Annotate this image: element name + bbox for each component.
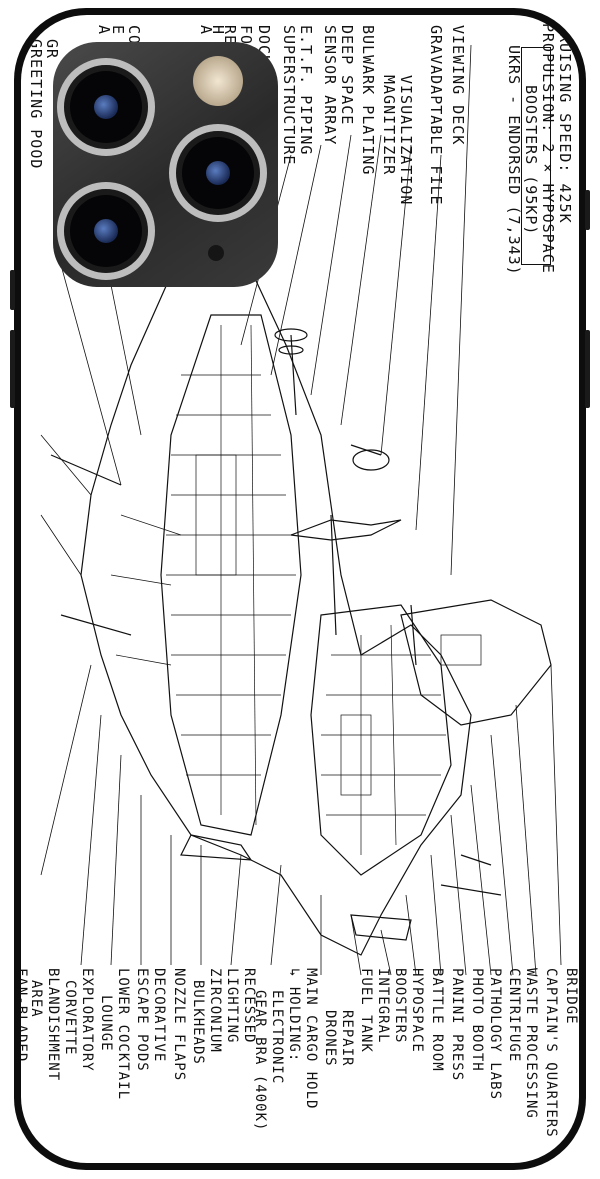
callout-superstructure: SUPERSTRUCTURE	[280, 25, 298, 166]
camera-lens-icon	[169, 124, 267, 222]
callout-waste-processing: WASTE PROCESSING	[523, 968, 539, 1119]
callout-main-cargo-hold: MAIN CARGO HOLD	[303, 968, 319, 1110]
callout-viewing-deck: VIEWING DECK	[449, 25, 467, 146]
callout-recessed: RECESSED	[241, 968, 257, 1044]
callout-centrifuge: CENTRIFUGE	[506, 968, 522, 1063]
callout-deep-space: DEEP SPACE	[338, 25, 356, 126]
side-button-left-mid	[10, 330, 15, 408]
callout-decorative: DECORATIVE	[151, 968, 167, 1063]
callout-greeting-pood: GREETING POOD	[27, 39, 45, 170]
camera-module	[53, 42, 278, 287]
callout-captains-quarters: CAPTAIN'S QUARTERS	[543, 968, 559, 1138]
flash-icon	[193, 56, 243, 106]
side-button-left-top	[10, 270, 15, 310]
callout-sensor-array: SENSOR ARRAY	[321, 25, 339, 146]
callout-escape-pods: ESCAPE PODS	[134, 968, 150, 1072]
callout-corvette: CORVETTE	[62, 980, 78, 1056]
spec-boosters: BOOSTERS (95KP)	[522, 85, 540, 236]
callout-gravadaptable-file: GRAVADAPTABLE FILE	[427, 25, 445, 206]
callout-a-lower: A	[95, 25, 113, 36]
callout-electronic: ELECTRONIC	[269, 990, 285, 1085]
callout-fuel-tank: FUEL TANK	[358, 968, 374, 1053]
callout-pathology-labs: PATHOLOGY LABS	[487, 968, 503, 1101]
callout-integral: INTEGRAL	[375, 968, 391, 1044]
callout-lower-cocktail: LOWER COCKTAIL	[115, 968, 131, 1101]
callout-bulkheads: BULKHEADS	[190, 980, 206, 1065]
callout-repair: REPAIR	[339, 1010, 355, 1067]
callout-bulwark-plating: BULWARK PLATING	[359, 25, 377, 176]
callout-lounge: LOUNGE	[98, 995, 114, 1052]
side-button-right-top	[585, 190, 590, 230]
callout-nozzle-flaps: NOZZLE FLAPS	[171, 968, 187, 1082]
callout-a: A	[197, 25, 215, 36]
callout-fan-bladed: FAN-BLADED	[21, 968, 29, 1063]
callout-visualization: VISUALIZATION	[397, 75, 415, 206]
spec-propulsion: PROPULSION: 2 × HYPOSPACE	[539, 23, 557, 274]
camera-lens-icon	[57, 58, 155, 156]
spaceship-illustration	[40, 44, 562, 976]
spec-endorsed: UKRS - ENDORSED (7,343)	[505, 45, 523, 276]
side-button-right-mid	[585, 330, 590, 408]
callout-etf-piping: E.T.F. PIPING	[297, 25, 315, 156]
callout-battle-room: BATTLE ROOM	[429, 968, 445, 1072]
callout-panini-press: PANINI PRESS	[449, 968, 465, 1082]
callout-holding: ↳ HOLDING:	[286, 968, 302, 1063]
callout-lighting: LIGHTING	[224, 968, 240, 1044]
callout-boosters: BOOSTERS	[392, 968, 408, 1044]
callout-hypospace: HYPOSPACE	[409, 968, 425, 1053]
callout-gr: GR	[43, 39, 61, 60]
callout-photo-booth: PHOTO BOOTH	[469, 968, 485, 1072]
spec-box	[521, 47, 551, 265]
callout-drones: DRONES	[322, 1010, 338, 1067]
camera-lens-icon	[57, 182, 155, 280]
spec-cruising-speed: CRUISING SPEED: 425K	[556, 23, 574, 224]
callout-blandishment: BLANDISHMENT	[45, 968, 61, 1082]
callout-magnitizer: MAGNITIZER	[380, 75, 398, 176]
callout-area: AREA	[28, 980, 44, 1018]
callout-zirconium: ZIRCONIUM	[207, 968, 223, 1053]
callout-exploratory: EXPLORATORY	[79, 968, 95, 1072]
callout-bridge: BRIDGE	[563, 968, 579, 1025]
microphone-icon	[208, 245, 224, 261]
